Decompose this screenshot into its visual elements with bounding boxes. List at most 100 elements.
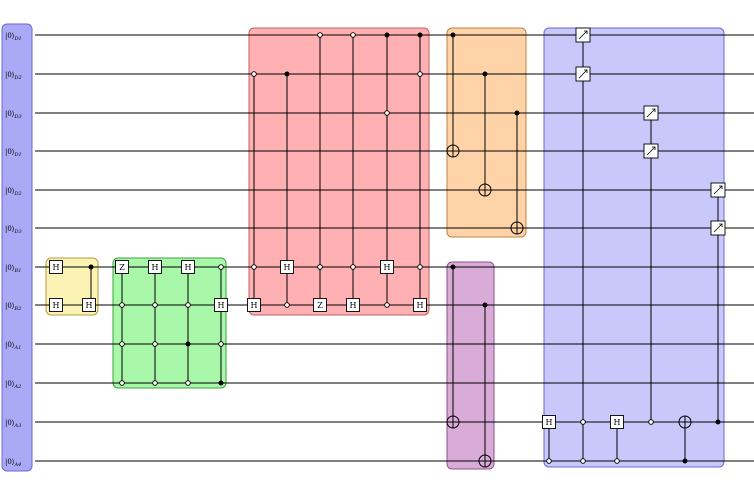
control-dot-filled — [417, 32, 423, 38]
hadamard-gate: H — [247, 298, 261, 312]
qubit-subscript: D1 — [14, 36, 22, 42]
qubit-ket: |0⟩ — [5, 32, 15, 40]
gate-label: H — [614, 418, 621, 427]
control-dot-open — [152, 341, 158, 347]
qubit-ket: |0⟩ — [5, 264, 15, 272]
control-dot-open — [648, 419, 654, 425]
control-dot-open — [580, 458, 586, 464]
control-dot-open — [152, 380, 158, 386]
qubit-label: |0⟩D2 — [5, 71, 22, 81]
qubit-ket: |0⟩ — [5, 71, 15, 79]
cnot-target — [446, 415, 460, 429]
control-dot-open — [119, 341, 125, 347]
qubit-label: |0⟩A1 — [5, 341, 21, 351]
control-dot-open — [546, 458, 552, 464]
hadamard-gate: H — [346, 298, 360, 312]
gate-label: H — [546, 418, 553, 427]
qubit-ket: |0⟩ — [5, 225, 15, 233]
control-dot-open — [251, 71, 257, 77]
control-dot-filled — [384, 32, 390, 38]
control-dot-open — [580, 419, 586, 425]
qubit-label: |0⟩A3 — [5, 419, 21, 429]
blue-block — [543, 27, 725, 468]
gate-label: H — [417, 301, 424, 310]
qubit-label: |0⟩A4 — [5, 458, 21, 468]
control-dot-open — [119, 302, 125, 308]
qubit-subscript: D2 — [14, 75, 22, 81]
control-dot-open — [384, 302, 390, 308]
qubit-label: |0⟩A2 — [5, 380, 21, 390]
control-dot-filled — [185, 341, 191, 347]
control-dot-open — [185, 302, 191, 308]
control-dot-filled — [88, 264, 94, 270]
qubit-subscript: D3 — [14, 229, 22, 235]
control-dot-open — [185, 380, 191, 386]
control-dot-filled — [450, 32, 456, 38]
qubit-subscript: D1 — [14, 152, 22, 158]
control-dot-filled — [682, 458, 688, 464]
hadamard-gate: H — [413, 298, 427, 312]
qubit-label: |0⟩D3 — [5, 225, 22, 235]
measurement-meter-icon — [643, 105, 659, 121]
z-gate: Z — [313, 298, 327, 312]
hadamard-gate: H — [148, 260, 162, 274]
hadamard-gate: H — [82, 298, 96, 312]
gate-label: H — [53, 263, 60, 272]
control-dot-open — [218, 341, 224, 347]
cnot-target — [446, 144, 460, 158]
gate-label: H — [218, 301, 225, 310]
z-gate: Z — [115, 260, 129, 274]
control-dot-filled — [450, 264, 456, 270]
qubit-ket: |0⟩ — [5, 341, 15, 349]
qubit-ket: |0⟩ — [5, 110, 15, 118]
gate-label: Z — [317, 301, 323, 310]
control-dot-open — [317, 264, 323, 270]
qubit-label: |0⟩D2 — [5, 187, 22, 197]
control-dot-filled — [514, 110, 520, 116]
control-dot-open — [284, 302, 290, 308]
orange-block — [446, 27, 527, 238]
control-dot-open — [317, 32, 323, 38]
control-dot-open — [251, 264, 257, 270]
hadamard-gate: H — [542, 415, 556, 429]
control-dot-open — [119, 380, 125, 386]
control-dot-open — [417, 71, 423, 77]
qubit-subscript: A3 — [14, 423, 22, 429]
qubit-label: |0⟩D1 — [5, 148, 22, 158]
qubit-ket: |0⟩ — [5, 302, 15, 310]
gate-label: Z — [119, 263, 125, 272]
control-dot-open — [384, 110, 390, 116]
qubit-subscript: A1 — [14, 345, 22, 351]
hadamard-gate: H — [49, 260, 63, 274]
hadamard-gate: H — [49, 298, 63, 312]
gate-label: H — [284, 263, 291, 272]
hadamard-gate: H — [280, 260, 294, 274]
qubit-subscript: D3 — [14, 114, 22, 120]
qubit-ket: |0⟩ — [5, 380, 15, 388]
qubit-label: |0⟩D1 — [5, 32, 22, 42]
gate-label: H — [350, 301, 357, 310]
cnot-target — [478, 454, 492, 468]
qubit-subscript: B2 — [14, 306, 22, 312]
green-block — [112, 257, 227, 389]
measurement-meter-icon — [575, 66, 591, 82]
control-dot-filled — [284, 71, 290, 77]
control-dot-filled — [715, 419, 721, 425]
control-dot-filled — [482, 71, 488, 77]
gate-label: H — [53, 301, 60, 310]
cnot-target — [510, 221, 524, 235]
control-dot-open — [350, 264, 356, 270]
gate-label: H — [185, 263, 192, 272]
hadamard-gate: H — [610, 415, 624, 429]
cnot-target — [478, 183, 492, 197]
control-dot-open — [614, 458, 620, 464]
cnot-target — [678, 415, 692, 429]
qubit-ket: |0⟩ — [5, 419, 15, 427]
qubit-subscript: A2 — [14, 384, 22, 390]
hadamard-gate: H — [214, 298, 228, 312]
qubit-ket: |0⟩ — [5, 187, 15, 195]
gate-label: H — [251, 301, 258, 310]
control-dot-filled — [218, 380, 224, 386]
gate-label: H — [384, 263, 391, 272]
